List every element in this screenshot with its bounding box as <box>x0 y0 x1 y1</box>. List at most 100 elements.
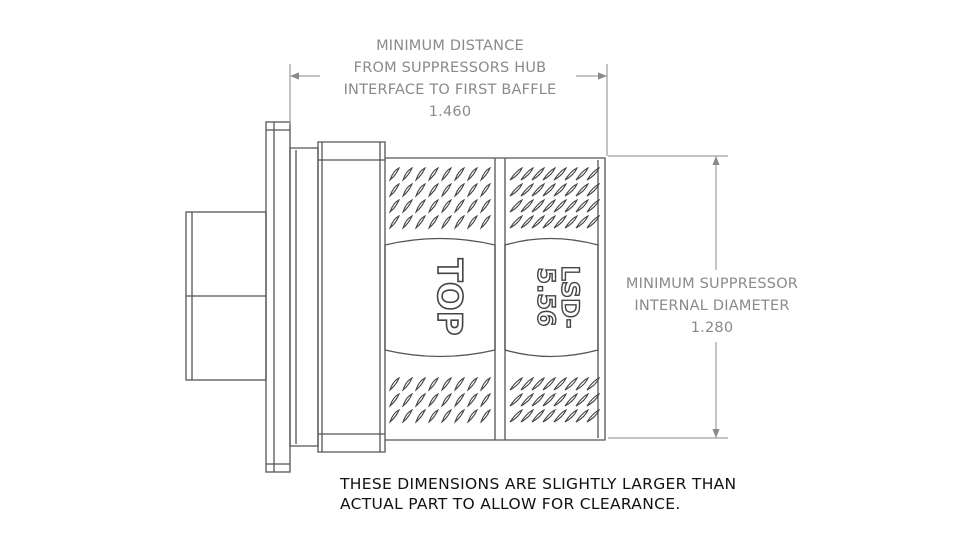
knurl-tooth <box>466 166 479 182</box>
knurl-tooth <box>479 376 492 392</box>
knurl-tooth <box>542 182 557 197</box>
knurl-tooth <box>453 392 466 408</box>
dim-label-line: FROM SUPPRESSORS HUB <box>353 60 547 76</box>
knurl-tooth <box>542 408 557 423</box>
knurl-tooth <box>440 376 453 392</box>
knurl-tooth <box>414 408 427 424</box>
knurl-tooth <box>542 166 557 181</box>
knurl-tooth <box>427 166 440 182</box>
knurl-tooth <box>586 166 601 181</box>
knurl-tooth <box>531 198 546 213</box>
knurl-tooth <box>414 198 427 214</box>
knurl-tooth <box>466 198 479 214</box>
note-line: THESE DIMENSIONS ARE SLIGHTLY LARGER THA… <box>340 475 737 493</box>
knurl-tooth <box>453 376 466 392</box>
knurl-tooth <box>388 214 401 230</box>
knurl-tooth <box>414 392 427 408</box>
knurl-tooth <box>586 392 601 407</box>
knurl-tooth <box>427 392 440 408</box>
knurl-tooth <box>466 408 479 424</box>
knurl-tooth <box>509 166 524 181</box>
knurl-tooth <box>414 166 427 182</box>
knurl-tooth <box>427 198 440 214</box>
note-line: ACTUAL PART TO ALLOW FOR CLEARANCE. <box>340 495 681 513</box>
flat-top <box>384 237 496 358</box>
knurl-tooth <box>531 166 546 181</box>
flat-model <box>504 237 599 358</box>
knurl-tooth <box>440 182 453 198</box>
dim-value: 1.460 <box>428 104 472 120</box>
knurl-tooth <box>575 376 590 391</box>
knurl-tooth <box>440 198 453 214</box>
knurl-tooth <box>401 392 414 408</box>
knurl-tooth <box>401 376 414 392</box>
knurl-tooth <box>542 214 557 229</box>
part-body <box>185 121 606 473</box>
knurl-tooth <box>531 392 546 407</box>
knurl-tooth <box>453 214 466 230</box>
knurl-tooth <box>520 166 535 181</box>
knurl-tooth <box>509 182 524 197</box>
knurl-tooth <box>520 198 535 213</box>
knurl-tooth <box>575 198 590 213</box>
knurl-tooth <box>509 198 524 213</box>
knurl-tooth <box>575 214 590 229</box>
knurl-tooth <box>414 376 427 392</box>
knurl-tooth <box>414 214 427 230</box>
top-marking: TOP <box>429 258 469 335</box>
knurl-tooth <box>388 182 401 198</box>
knurl-tooth <box>520 182 535 197</box>
knurl-tooth <box>440 408 453 424</box>
knurl-tooth <box>553 392 568 407</box>
knurl-tooth <box>427 182 440 198</box>
knurl-tooth <box>509 376 524 391</box>
knurl-tooth <box>388 376 401 392</box>
knurl-tooth <box>509 214 524 229</box>
knurl-tooth <box>520 408 535 423</box>
knurl-tooth <box>401 166 414 182</box>
knurl-tooth <box>453 198 466 214</box>
knurl-tooth <box>427 376 440 392</box>
dim-label-line: INTERFACE TO FIRST BAFFLE <box>343 82 557 98</box>
knurl-tooth <box>388 392 401 408</box>
model-marking-line1: LSD- <box>556 266 584 329</box>
dim-label-line: MINIMUM DISTANCE <box>376 38 524 54</box>
knurl-tooth <box>401 214 414 230</box>
clearance-note: THESE DIMENSIONS ARE SLIGHTLY LARGER THA… <box>340 474 736 514</box>
dim-label-line: MINIMUM SUPPRESSOR <box>625 276 799 292</box>
knurl-tooth <box>586 408 601 423</box>
knurl-tooth <box>401 408 414 424</box>
knurl-tooth <box>586 376 601 391</box>
knurl-tooth <box>564 166 579 181</box>
knurl-tooth <box>586 182 601 197</box>
knurl-tooth <box>479 166 492 182</box>
main-body <box>317 141 386 453</box>
knurl-tooth <box>440 392 453 408</box>
model-marking-line2: 5.56 <box>532 267 560 326</box>
knurl-tooth <box>542 392 557 407</box>
knurl-tooth <box>531 376 546 391</box>
internal-diameter-dimension: MINIMUM SUPPRESSOR INTERNAL DIAMETER 1.2… <box>602 273 822 339</box>
hub-distance-dimension: MINIMUM DISTANCE FROM SUPPRESSORS HUB IN… <box>290 35 610 123</box>
knurl-tooth <box>466 392 479 408</box>
knurl-tooth <box>586 214 601 229</box>
knurl-tooth <box>564 198 579 213</box>
knurl-tooth <box>479 392 492 408</box>
knurl-tooth <box>531 408 546 423</box>
knurl-tooth <box>401 182 414 198</box>
knurl-tooth <box>564 182 579 197</box>
knurl-tooth <box>479 182 492 198</box>
knurl-tooth <box>586 198 601 213</box>
knurl-tooth <box>453 408 466 424</box>
knurl-tooth <box>401 198 414 214</box>
knurl-tooth <box>564 392 579 407</box>
knurl-tooth <box>575 166 590 181</box>
knurl-tooth <box>388 198 401 214</box>
knurl-tooth <box>427 214 440 230</box>
knurl-tooth <box>553 376 568 391</box>
knurl-tooth <box>520 214 535 229</box>
knurl-tooth <box>388 408 401 424</box>
knurl-tooth <box>453 166 466 182</box>
knurl-tooth <box>564 408 579 423</box>
